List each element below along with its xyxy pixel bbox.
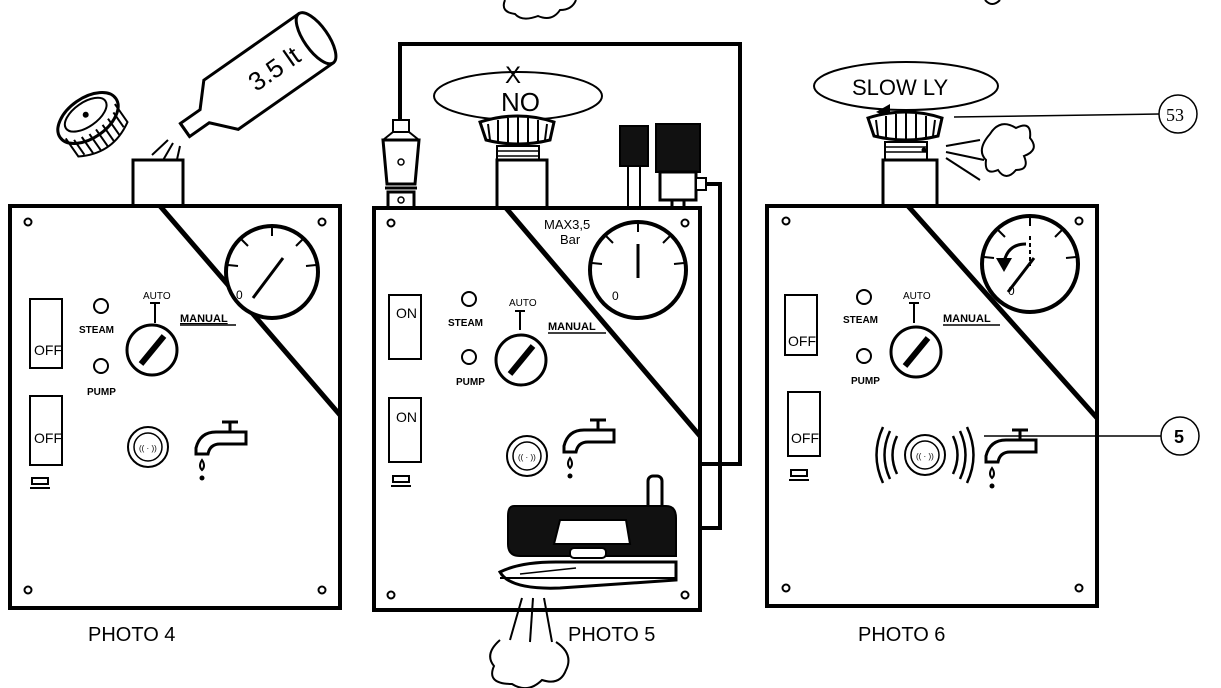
manual-label: MANUAL	[943, 313, 991, 325]
gauge-needle	[1006, 257, 1036, 293]
photo-4-caption: PHOTO 4	[88, 624, 175, 646]
steam-button[interactable]: (( · ))	[506, 435, 548, 477]
water-tap-icon	[194, 420, 248, 481]
iron-hose	[398, 42, 742, 466]
gauge-zero-label: 0	[1008, 284, 1015, 298]
auto-label: AUTO	[903, 291, 931, 302]
corner-screws	[781, 216, 1084, 593]
main-switch-label: ON	[396, 305, 417, 321]
callout-5-label: 5	[1174, 427, 1184, 447]
mode-selector-knob[interactable]	[494, 333, 548, 387]
max-pressure-label: MAX3,5	[544, 217, 590, 232]
steam-cloud-top	[502, 0, 577, 20]
iron-switch-label: OFF	[791, 430, 819, 446]
photo-5-caption: PHOTO 5	[568, 624, 655, 646]
solenoid-valves	[619, 123, 707, 208]
steam-lamp	[461, 291, 477, 307]
steam-button[interactable]: (( · ))	[127, 426, 169, 468]
svg-text:(( · )): (( · ))	[916, 452, 934, 461]
corner-screws	[386, 218, 690, 600]
steam-iron	[497, 474, 678, 590]
pressure-gauge: 0	[980, 214, 1080, 314]
callout-53-leader	[953, 113, 1160, 118]
max-pressure-unit: Bar	[560, 232, 581, 247]
svg-text:(( · )): (( · ))	[139, 444, 157, 453]
main-switch[interactable]: ON	[388, 294, 422, 360]
pressure-gauge: 0	[224, 224, 320, 320]
slowly-label: SLOW LY	[852, 75, 949, 100]
photo-5-panel: NO X	[372, 42, 742, 688]
steam-label: STEAM	[79, 325, 114, 336]
auto-label: AUTO	[509, 298, 537, 309]
main-switch-label: OFF	[788, 333, 816, 349]
manual-label: MANUAL	[180, 313, 228, 325]
pressure-gauge: 0	[588, 220, 688, 320]
pump-label: PUMP	[87, 387, 116, 398]
main-switch-label: OFF	[34, 342, 62, 358]
photo-6-caption: PHOTO 6	[858, 624, 945, 646]
iron-switch[interactable]: OFF	[29, 395, 63, 466]
steam-label: STEAM	[843, 315, 878, 326]
mode-selector-knob[interactable]	[125, 323, 179, 377]
callout-53-label: 53	[1166, 105, 1184, 125]
photo-6-panel: SLOW LY	[765, 61, 1200, 646]
pump-lamp	[856, 348, 872, 364]
gauge-needle	[251, 257, 285, 299]
pump-label: PUMP	[851, 376, 880, 387]
safety-cap-icon[interactable]	[866, 110, 944, 161]
pump-label: PUMP	[456, 377, 485, 388]
steam-lamp	[93, 298, 109, 314]
panel-diagonal	[504, 206, 702, 438]
no-label: NO	[501, 87, 540, 117]
main-switch[interactable]: OFF	[784, 294, 818, 356]
panel-diagonal	[906, 204, 1099, 420]
photo-4-panel: 3.5 lt 0	[8, 11, 342, 646]
cloud-fragment-top-right	[984, 0, 1001, 5]
callout-5: 5	[1160, 416, 1200, 456]
iron-switch[interactable]: OFF	[787, 391, 821, 457]
safety-cap-icon[interactable]	[478, 114, 556, 161]
mode-selector-knob[interactable]	[889, 325, 943, 379]
water-tap-icon	[562, 418, 616, 479]
escaping-steam	[945, 123, 1035, 181]
pump-lamp	[461, 349, 477, 365]
steam-button[interactable]: (( · ))	[875, 426, 975, 484]
filler-neck	[495, 158, 549, 210]
cross-mark: X	[505, 62, 521, 89]
filler-cap-icon	[56, 91, 129, 158]
iron-switch[interactable]: ON	[388, 397, 422, 463]
auto-label: AUTO	[143, 291, 171, 302]
filler-neck	[131, 158, 185, 208]
gauge-zero-label: 0	[612, 289, 619, 303]
steam-label: STEAM	[448, 318, 483, 329]
water-tap-icon	[984, 428, 1038, 489]
gauge-zero-label: 0	[236, 288, 243, 302]
pump-lamp	[93, 358, 109, 374]
corner-screws	[23, 217, 327, 595]
svg-text:(( · )): (( · ))	[518, 453, 536, 462]
iron-switch-label: ON	[396, 409, 417, 425]
manual-label: MANUAL	[548, 321, 596, 333]
steam-lamp	[856, 289, 872, 305]
water-bottle: 3.5 lt	[178, 11, 338, 139]
slowly-oval	[813, 61, 999, 111]
callout-53: 53	[1158, 94, 1198, 134]
hose-connector	[381, 119, 421, 210]
filler-neck	[881, 158, 939, 210]
steam-puff	[489, 597, 570, 688]
main-switch[interactable]: OFF	[29, 298, 63, 369]
iron-switch-label: OFF	[34, 430, 62, 446]
